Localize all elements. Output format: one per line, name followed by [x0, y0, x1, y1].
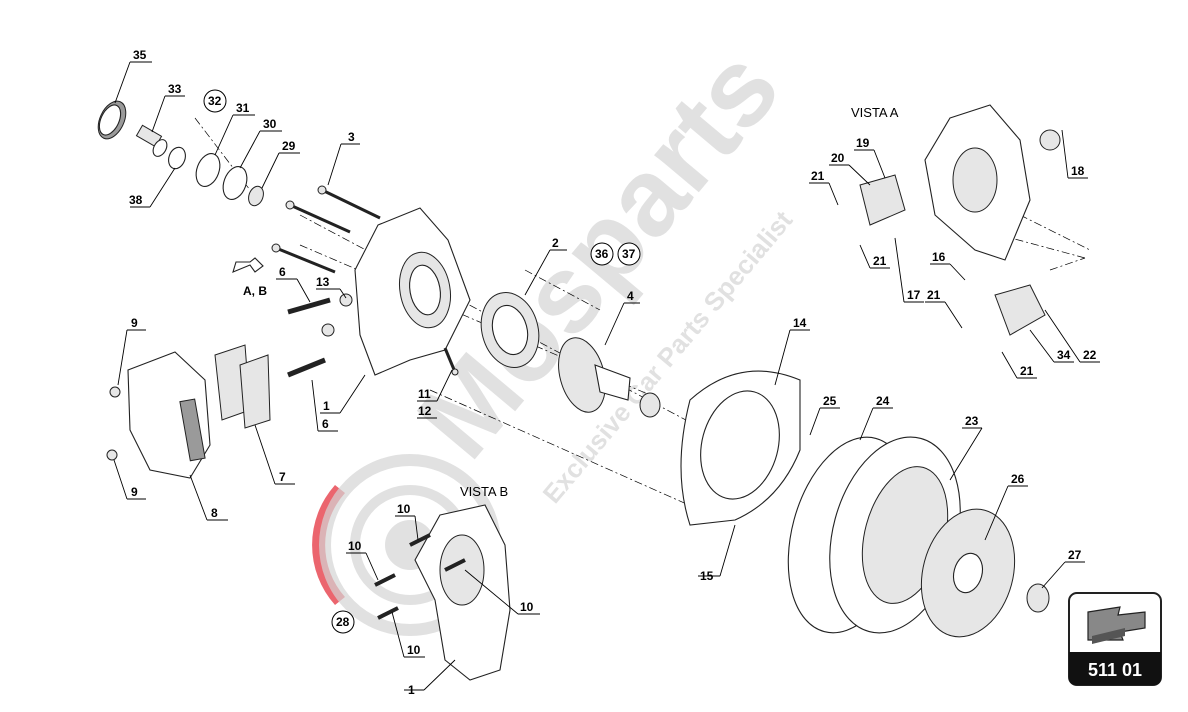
callout-10c[interactable]: 10 — [520, 600, 534, 614]
part-stud-6b — [287, 357, 326, 378]
part-nut-13a — [339, 293, 353, 307]
callout-19[interactable]: 19 — [856, 136, 870, 150]
callout-8[interactable]: 8 — [211, 506, 218, 520]
callout-6a[interactable]: 6 — [279, 265, 286, 279]
arrow-shadow-icon — [1092, 628, 1125, 644]
callout-38[interactable]: 38 — [129, 193, 143, 207]
part-bolts-3 — [271, 185, 381, 274]
callout-21b[interactable]: 21 — [873, 254, 887, 268]
callout-32: 32 — [208, 94, 222, 108]
part-seal-29 — [248, 185, 264, 207]
vista-a-label: VISTA A — [851, 105, 899, 120]
callout-10d[interactable]: 10 — [407, 643, 421, 657]
parts — [97, 100, 1061, 681]
part-bearing-2 — [480, 292, 540, 368]
callout-12[interactable]: 12 — [418, 404, 432, 418]
part-upright-vista-a — [859, 104, 1061, 336]
callout-10b[interactable]: 10 — [348, 539, 362, 553]
callout-16[interactable]: 16 — [932, 250, 946, 264]
callout-37: 37 — [622, 247, 636, 261]
callout-1b[interactable]: 1 — [408, 683, 415, 697]
callout-34[interactable]: 34 — [1057, 348, 1071, 362]
page-badge[interactable]: 511 01 — [1068, 592, 1162, 686]
callout-2[interactable]: 2 — [552, 236, 559, 250]
callout-11[interactable]: 11 — [418, 387, 431, 401]
part-bleed-11-12 — [443, 347, 459, 376]
callout-10a[interactable]: 10 — [397, 502, 411, 516]
callout-30[interactable]: 30 — [263, 117, 277, 131]
callout-1a[interactable]: 1 — [323, 399, 330, 413]
callout-6b[interactable]: 6 — [322, 417, 329, 431]
callout-9b[interactable]: 9 — [131, 485, 138, 499]
part-ring-31 — [195, 153, 221, 187]
part-nut-13b — [321, 323, 335, 337]
callout-20[interactable]: 20 — [831, 151, 845, 165]
callout-33[interactable]: 33 — [168, 82, 182, 96]
callout-14[interactable]: 14 — [793, 316, 807, 330]
badge-code: 511 01 — [1088, 660, 1142, 680]
callout-36-circled[interactable]: 36 — [590, 242, 614, 266]
callout-15[interactable]: 15 — [700, 569, 714, 583]
callout-18[interactable]: 18 — [1071, 164, 1085, 178]
arrow-note-ab[interactable]: A, B — [243, 284, 267, 298]
callout-29[interactable]: 29 — [282, 139, 296, 153]
callout-25[interactable]: 25 — [823, 394, 837, 408]
part-backing-plate-14 — [680, 370, 801, 526]
callout-35[interactable]: 35 — [133, 48, 147, 62]
vista-b-label: VISTA B — [460, 484, 508, 499]
callout-28: 28 — [336, 615, 350, 629]
part-cap-27 — [1026, 583, 1050, 613]
callout-23[interactable]: 23 — [965, 414, 979, 428]
callout-22[interactable]: 22 — [1083, 348, 1097, 362]
part-upright-1 — [354, 207, 471, 376]
callout-17[interactable]: 17 — [907, 288, 921, 302]
callout-32-circled[interactable]: 32 — [203, 89, 227, 113]
part-upright-vista-b — [374, 504, 511, 681]
part-bell-26 — [920, 508, 1016, 638]
part-ring-30 — [222, 166, 248, 200]
part-pads-7 — [214, 344, 271, 429]
callout-24[interactable]: 24 — [876, 394, 890, 408]
callout-31[interactable]: 31 — [236, 101, 250, 115]
callout-9a[interactable]: 9 — [131, 316, 138, 330]
view-arrow-icon — [232, 257, 264, 273]
callout-13[interactable]: 13 — [316, 275, 330, 289]
callout-27[interactable]: 27 — [1068, 548, 1082, 562]
callout-28-circled[interactable]: 28 — [331, 610, 355, 634]
callout-labels: 35 33 32 31 30 29 38 3 2 36 37 4 A, B 6 … — [129, 48, 1097, 697]
part-stud-6a — [287, 297, 331, 315]
leader-lines — [113, 61, 1100, 691]
part-oring-38 — [168, 146, 186, 170]
callout-7[interactable]: 7 — [279, 470, 286, 484]
callout-36: 36 — [595, 247, 609, 261]
callout-37-circled[interactable]: 37 — [617, 242, 641, 266]
part-caliper-8 — [106, 351, 211, 479]
callout-4[interactable]: 4 — [627, 289, 634, 303]
callout-26[interactable]: 26 — [1011, 472, 1025, 486]
part-sensor-33 — [135, 124, 168, 157]
callout-21c[interactable]: 21 — [927, 288, 941, 302]
part-cap-35 — [97, 100, 127, 140]
callout-3[interactable]: 3 — [348, 130, 355, 144]
part-hub-4 — [558, 337, 661, 418]
callout-21a[interactable]: 21 — [811, 169, 825, 183]
callout-21d[interactable]: 21 — [1020, 364, 1034, 378]
